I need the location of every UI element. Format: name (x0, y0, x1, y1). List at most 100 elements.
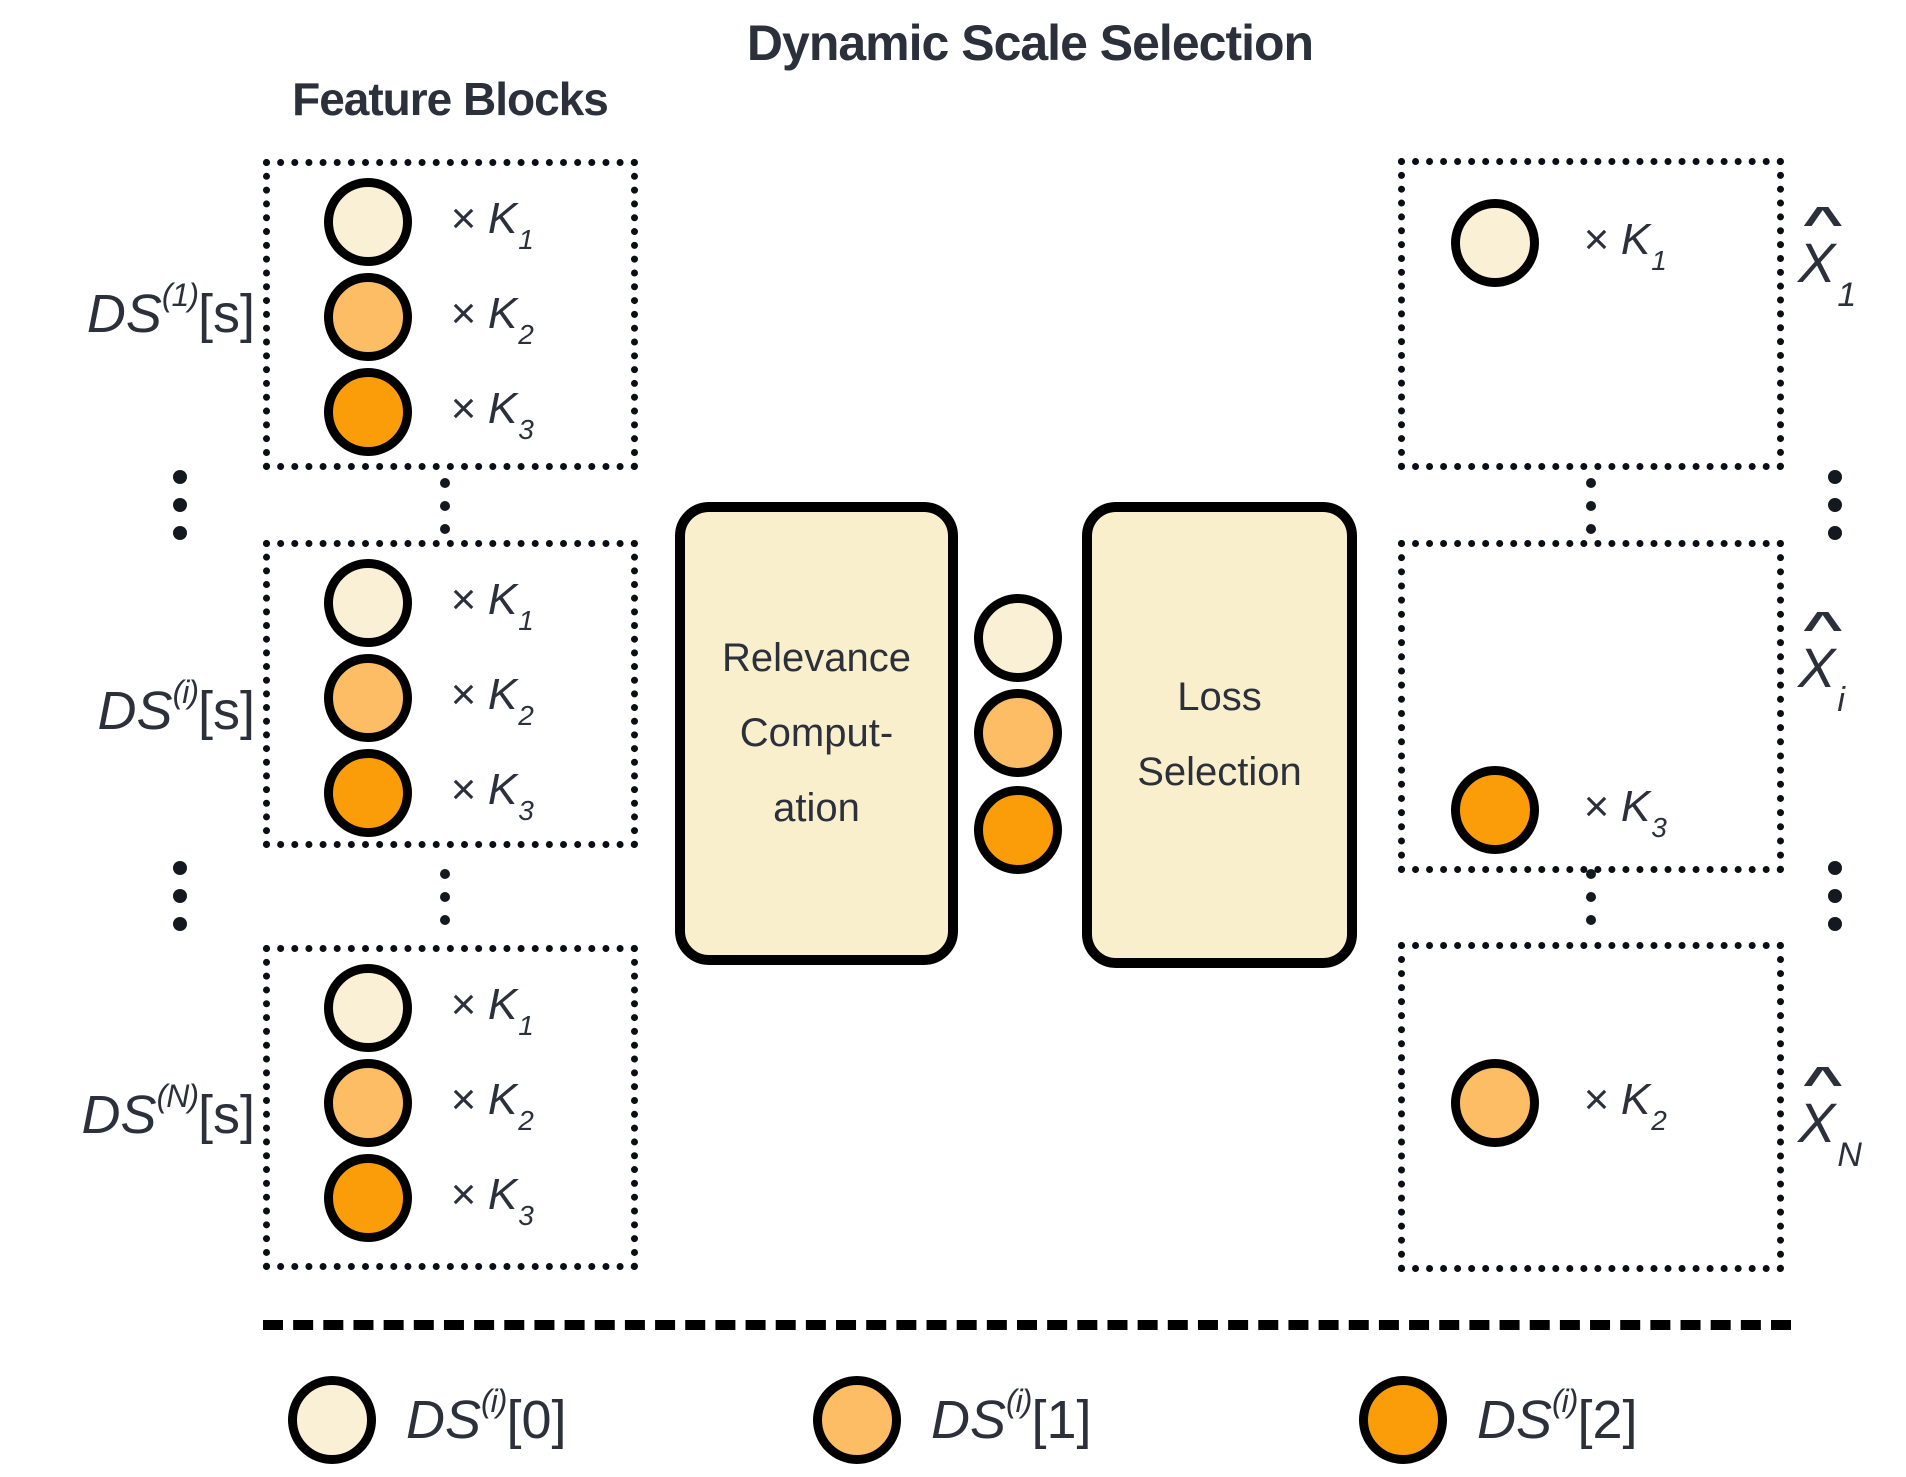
factor-sub: 1 (518, 1009, 534, 1041)
dot (440, 501, 450, 511)
scale-circle-ds2-icon (324, 1154, 412, 1242)
multiplier-label: × K2 (450, 289, 534, 350)
feature-row: × K3 (324, 1154, 534, 1242)
ds-index: [s] (197, 284, 255, 344)
dot (440, 524, 450, 534)
panel-line: Relevance (721, 636, 911, 680)
panel-line: Comput- (739, 711, 894, 755)
legend-label: DS(i)[2] (1477, 1383, 1637, 1451)
selector-circle-ds1-icon (974, 689, 1062, 777)
panel-line: Loss (1177, 675, 1262, 719)
ellipsis-vertical (1828, 861, 1842, 931)
multiplier-label: × K2 (450, 670, 534, 731)
ds-sup: (i) (1006, 1383, 1032, 1419)
scale-circle-ds1-icon (1451, 1059, 1539, 1147)
selector-circle-ds0-icon (974, 594, 1062, 682)
dot (1828, 526, 1842, 540)
output-block-N: × K2 (1398, 942, 1784, 1272)
ellipsis-vertical (173, 470, 187, 540)
factor-text: × K (450, 670, 518, 720)
legend-circle-ds2-icon (1359, 1376, 1447, 1464)
dot (1828, 498, 1842, 512)
feature-row: × K1 (324, 178, 534, 266)
multiplier-label: × K3 (450, 1170, 534, 1231)
dot (1828, 861, 1842, 875)
input-label-dsi: DS(i)[s] (0, 674, 255, 742)
relevance-computation-box: Relevance Comput- ation (675, 502, 958, 965)
scale-circle-ds2-icon (324, 749, 412, 837)
dot (440, 478, 450, 488)
feature-blocks-header: Feature Blocks (292, 73, 609, 125)
dot (440, 892, 450, 902)
ds-base: DS (1477, 1390, 1553, 1450)
scale-circle-ds0-icon (324, 178, 412, 266)
x-letter: X (1798, 231, 1836, 294)
feature-row: × K2 (324, 654, 534, 742)
legend-circle-ds1-icon (813, 1376, 901, 1464)
dot (173, 889, 187, 903)
ellipsis-vertical (1586, 869, 1596, 925)
factor-sub: 3 (518, 794, 534, 826)
feature-row: × K3 (324, 749, 534, 837)
x-sub: 1 (1837, 276, 1857, 315)
ds-index: [s] (197, 1085, 255, 1145)
legend-item-ds2: DS(i)[2] (1359, 1376, 1637, 1464)
ellipsis-vertical (1586, 478, 1596, 534)
output-row: × K3 (1451, 766, 1667, 854)
ds-sup: (N) (156, 1078, 199, 1114)
scale-circle-ds1-icon (324, 273, 412, 361)
factor-text: × K (450, 194, 518, 244)
multiplier-label: × K1 (450, 980, 534, 1041)
x-letter: X (1798, 1091, 1836, 1154)
output-row: × K2 (1451, 1059, 1667, 1147)
scale-circle-ds0-icon (324, 964, 412, 1052)
feature-block-i: × K1 × K2 × K3 (263, 540, 638, 848)
factor-text: × K (450, 289, 518, 339)
output-label-x1: ^X1 (1798, 198, 1856, 314)
factor-text: × K (450, 765, 518, 815)
panel-line: Selection (1137, 750, 1302, 794)
input-label-ds1: DS(1)[s] (0, 277, 255, 345)
output-row: × K1 (1451, 199, 1667, 287)
multiplier-label: × K1 (450, 194, 534, 255)
factor-text: × K (1583, 1075, 1651, 1125)
input-label-dsN: DS(N)[s] (0, 1078, 255, 1146)
feature-block-N: × K1 × K2 × K3 (263, 945, 638, 1270)
dot (173, 861, 187, 875)
scale-circle-ds1-icon (324, 654, 412, 742)
factor-sub: 1 (518, 223, 534, 255)
x-sub: i (1837, 681, 1845, 720)
x-sub: N (1837, 1136, 1862, 1175)
dot (440, 915, 450, 925)
scale-circle-ds0-icon (324, 559, 412, 647)
loss-selection-box: Loss Selection (1082, 502, 1357, 968)
ds-base: DS (406, 1390, 482, 1450)
ds-sup: (1) (161, 277, 199, 313)
factor-text: × K (450, 1075, 518, 1125)
factor-text: × K (1583, 782, 1651, 832)
dot (173, 917, 187, 931)
dot (173, 470, 187, 484)
dot (173, 498, 187, 512)
selector-circle-ds2-icon (974, 786, 1062, 874)
x-letter: X (1798, 636, 1836, 699)
factor-text: × K (450, 980, 518, 1030)
scale-circle-ds1-icon (324, 1059, 412, 1147)
output-block-i: × K3 (1398, 540, 1784, 873)
multiplier-label: × K2 (1583, 1075, 1667, 1136)
factor-sub: 3 (518, 1199, 534, 1231)
factor-sub: 3 (1651, 811, 1667, 843)
diagram-title: Dynamic Scale Selection (746, 15, 1314, 71)
multiplier-label: × K3 (1583, 782, 1667, 843)
scale-circle-ds2-icon (1451, 766, 1539, 854)
ds-base: DS (81, 1085, 157, 1145)
hat-accent: ^ (1802, 603, 1844, 652)
feature-row: × K3 (324, 368, 534, 456)
legend-label: DS(i)[0] (406, 1383, 566, 1451)
factor-sub: 2 (518, 318, 534, 350)
ellipsis-vertical (1828, 470, 1842, 540)
dot (1828, 470, 1842, 484)
dot (1828, 917, 1842, 931)
dot (440, 869, 450, 879)
